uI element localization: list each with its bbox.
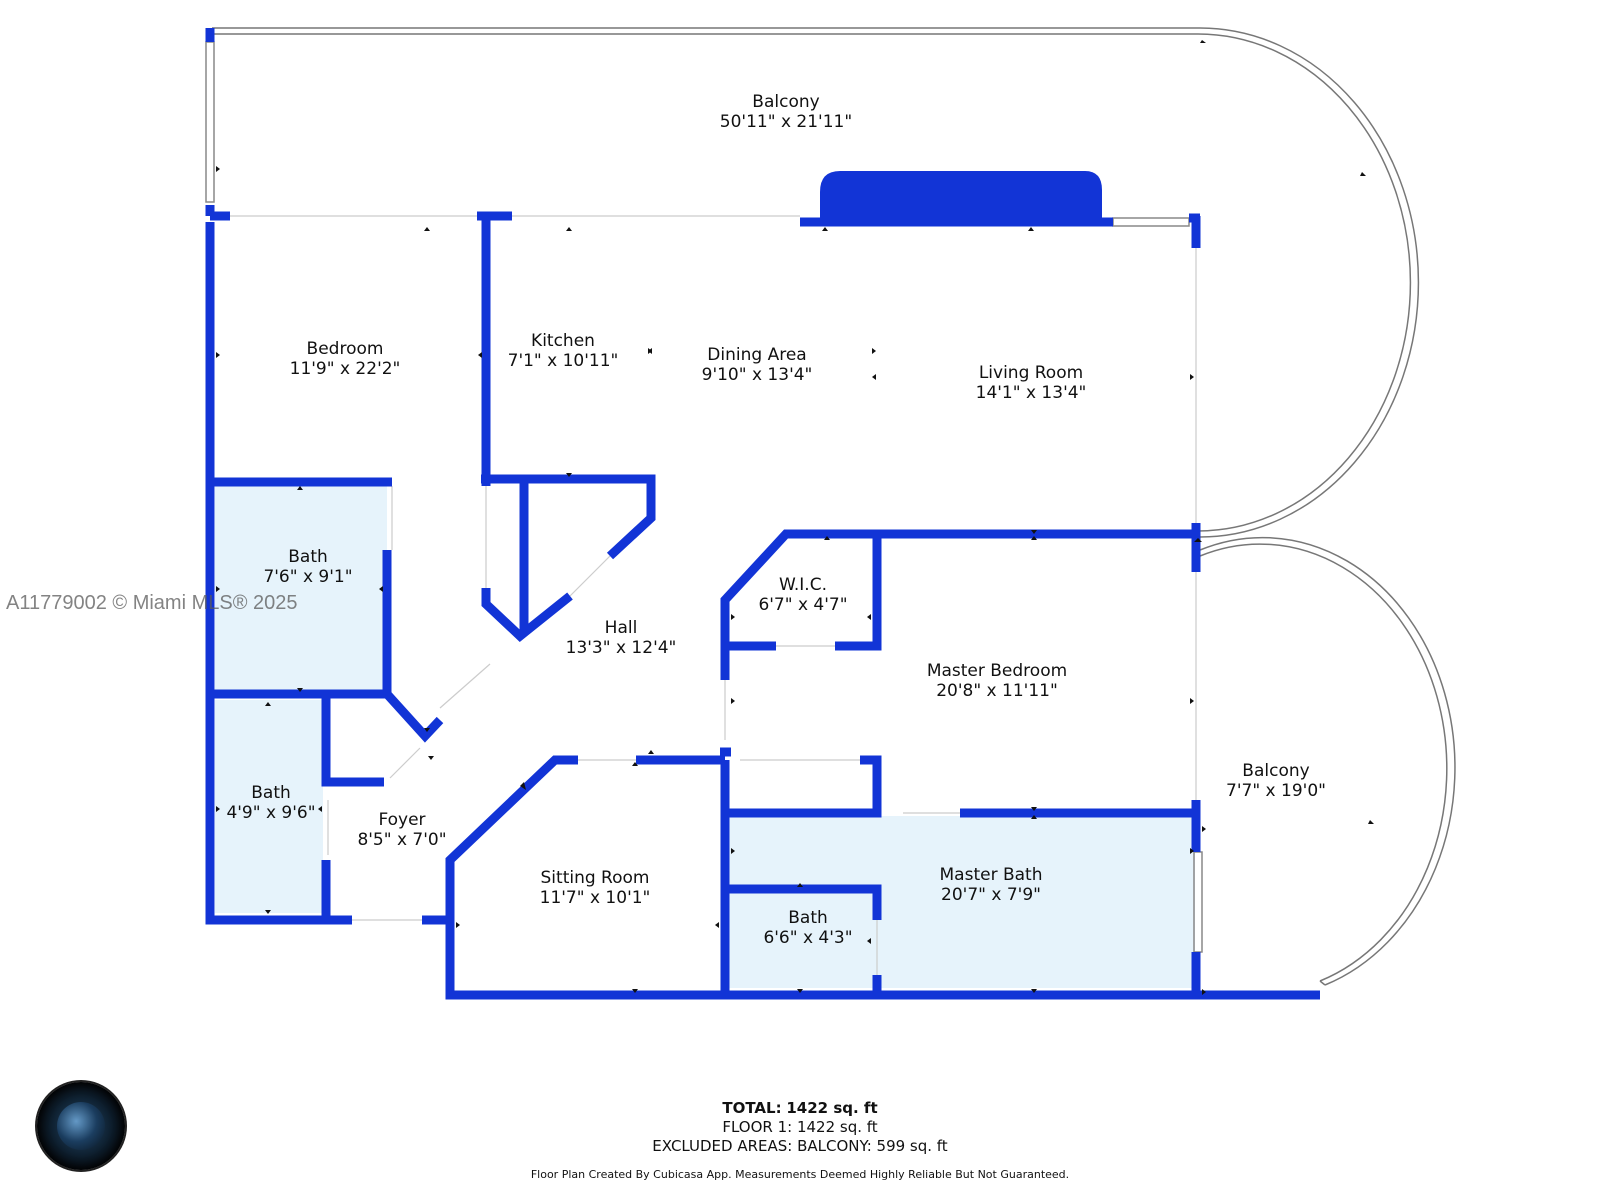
master-bedroom-name: Master Bedroom	[927, 661, 1067, 681]
balcony-top-dims: 50'11" x 21'11"	[720, 112, 852, 132]
measurement-ticks	[216, 40, 1374, 995]
bedroom-dims: 11'9" x 22'2"	[290, 359, 401, 379]
sitting-dims: 11'7" x 10'1"	[540, 888, 651, 908]
disclaimer: Floor Plan Created By Cubicasa App. Meas…	[530, 1168, 1070, 1181]
foyer-dims: 8'5" x 7'0"	[357, 830, 446, 850]
bath-fills	[215, 486, 1195, 988]
balcony-top-name: Balcony	[752, 92, 819, 112]
floor-area: FLOOR 1: 1422 sq. ft	[722, 1118, 878, 1136]
balcony-outline	[205, 27, 1456, 986]
total-value: 1422 sq. ft	[786, 1099, 878, 1117]
bedroom-name: Bedroom	[307, 339, 384, 359]
bath1-dims: 7'6" x 9'1"	[263, 567, 352, 587]
master-bath-name: Master Bath	[940, 865, 1043, 885]
sitting-name: Sitting Room	[541, 868, 650, 888]
photographer-logo	[37, 1082, 125, 1170]
foyer-name: Foyer	[378, 810, 425, 830]
balcony-right-name: Balcony	[1242, 761, 1309, 781]
dining-name: Dining Area	[707, 345, 806, 365]
master-bedroom-dims: 20'8" x 11'11"	[936, 681, 1058, 701]
kitchen-name: Kitchen	[531, 331, 595, 351]
bath3-fill	[725, 897, 877, 988]
bath3-dims: 6'6" x 4'3"	[763, 928, 852, 948]
room-labels: Balcony 50'11" x 21'11" Bedroom 11'9" x …	[226, 92, 1326, 948]
balcony-right-dims: 7'7" x 19'0"	[1226, 781, 1326, 801]
planter-block	[820, 171, 1102, 222]
bath2-name: Bath	[251, 783, 291, 803]
kitchen-dims: 7'1" x 10'11"	[508, 351, 619, 371]
wic-dims: 6'7" x 4'7"	[758, 595, 847, 615]
bath3-name: Bath	[788, 908, 828, 928]
bath1-name: Bath	[288, 547, 328, 567]
total-area: TOTAL: 1422 sq. ft	[0, 1099, 1600, 1117]
dining-dims: 9'10" x 13'4"	[702, 365, 813, 385]
bath2-dims: 4'9" x 9'6"	[226, 803, 315, 823]
hall-name: Hall	[605, 618, 638, 638]
total-label: TOTAL:	[722, 1099, 782, 1117]
hall-dims: 13'3" x 12'4"	[566, 638, 677, 658]
wic-name: W.I.C.	[779, 575, 827, 595]
excluded-areas: EXCLUDED AREAS: BALCONY: 599 sq. ft	[652, 1137, 948, 1155]
living-dims: 14'1" x 13'4"	[976, 383, 1087, 403]
camera-lens-icon	[57, 1102, 105, 1150]
bath2-fill	[215, 700, 323, 913]
bath1-fill	[215, 486, 387, 691]
master-bath-dims: 20'7" x 7'9"	[941, 885, 1041, 905]
living-name: Living Room	[979, 363, 1083, 383]
mls-watermark: A11779002 © Miami MLS® 2025	[6, 592, 298, 614]
